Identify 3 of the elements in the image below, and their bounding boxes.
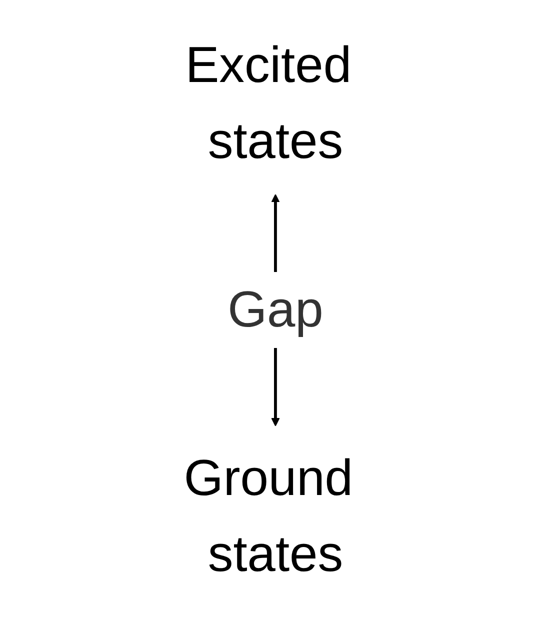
edge-label: Gap (227, 281, 323, 338)
node-text: Ground states (183, 450, 352, 582)
node-text: Excited states (184, 36, 352, 170)
